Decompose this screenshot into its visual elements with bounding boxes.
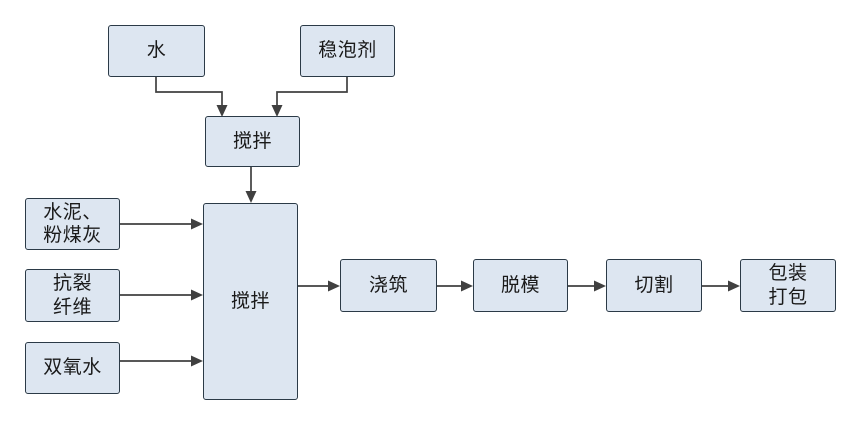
node-packaging[interactable]: 包装 打包 bbox=[740, 259, 836, 312]
edge-fiber-to-mix2 bbox=[120, 289, 203, 301]
node-cement-flyash[interactable]: 水泥、 粉煤灰 bbox=[25, 198, 120, 250]
edge-peroxide-to-mix2 bbox=[120, 355, 203, 367]
edge-cement-to-mix2 bbox=[120, 218, 203, 230]
node-hydrogen-peroxide[interactable]: 双氧水 bbox=[25, 342, 120, 394]
edge-cut-to-package bbox=[702, 280, 740, 292]
node-water[interactable]: 水 bbox=[108, 25, 205, 77]
edge-stabilizer-to-mix1 bbox=[271, 77, 348, 117]
node-demolding[interactable]: 脱模 bbox=[473, 259, 568, 312]
edge-water-to-mix1 bbox=[155, 77, 228, 117]
node-cutting[interactable]: 切割 bbox=[606, 259, 702, 312]
node-pouring[interactable]: 浇筑 bbox=[340, 259, 437, 312]
node-mixing-first[interactable]: 搅拌 bbox=[205, 116, 300, 167]
node-anticrack-fiber[interactable]: 抗裂 纤维 bbox=[25, 269, 120, 322]
edge-mix2-to-pour bbox=[298, 280, 340, 292]
node-mixing-main[interactable]: 搅拌 bbox=[203, 203, 298, 400]
edge-mix1-to-mix2 bbox=[245, 167, 257, 203]
edge-demold-to-cut bbox=[568, 280, 606, 292]
node-stabilizer[interactable]: 稳泡剂 bbox=[300, 25, 395, 77]
edge-pour-to-demold bbox=[437, 280, 473, 292]
